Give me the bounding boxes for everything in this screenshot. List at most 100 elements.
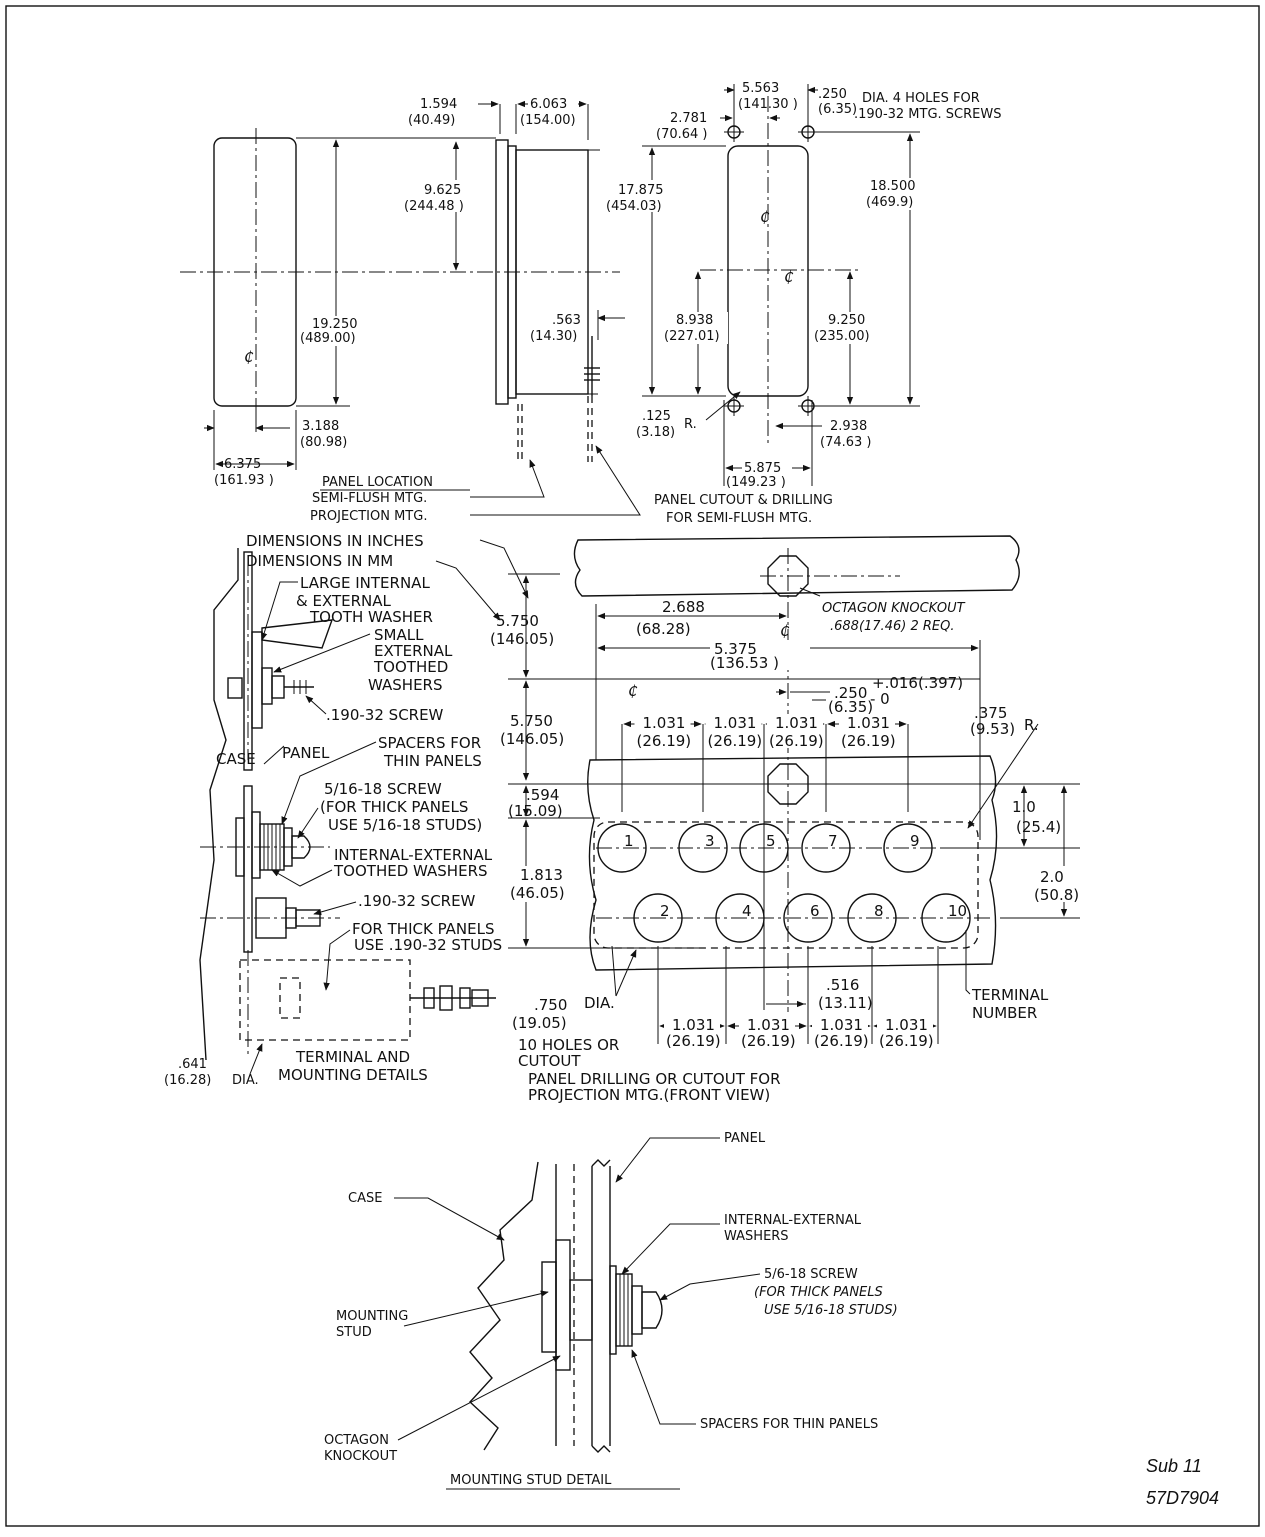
radius-mm: (3.18): [636, 425, 675, 440]
pitch-inches: 1.031: [714, 714, 757, 732]
holes-1: 10 HOLES OR: [518, 1036, 619, 1054]
terminal-panel-outline: [587, 755, 998, 971]
case-front-view: ₵ 19.250 (489.00) 3.188 (80.98) 6.375 (1…: [180, 128, 620, 488]
panel-plate-lower: [243, 785, 253, 953]
mounting-stud-detail: PANEL CASE INTERNAL-EXTERNAL WASHERS 5/6…: [324, 1131, 898, 1490]
octagon-knockout-top: [767, 555, 809, 597]
height-mm: (489.00): [300, 331, 356, 346]
ie-washers-2: TOOTHED WASHERS: [333, 862, 488, 880]
top-off-mm: (15.09): [508, 802, 563, 820]
hole-dia-mm: (6.35): [818, 102, 857, 117]
half-mm: (68.28): [636, 620, 691, 638]
pitch-inches: 1.031: [747, 1016, 790, 1034]
r-inches: .375: [974, 704, 1007, 722]
thick-2: USE .190-32 STUDS: [354, 936, 502, 954]
r1-inches: 1.0: [1012, 798, 1036, 816]
thick-1: FOR THICK PANELS: [352, 920, 495, 938]
r2-mm: (50.8): [1034, 886, 1079, 904]
spacers-1: SPACERS FOR: [378, 734, 481, 752]
screw-516-1: 5/16-18 SCREW: [324, 780, 442, 798]
pitch-mm: (26.19): [666, 1032, 721, 1050]
stud-detail-title: MOUNTING STUD DETAIL: [450, 1473, 612, 1488]
pitch-dimensions-bottom: 1.031(26.19)1.031(26.19)1.031(26.19)1.03…: [659, 1016, 937, 1050]
stud-washers-1: INTERNAL-EXTERNAL: [724, 1213, 862, 1228]
pitch-dimensions-top: 1.031(26.19)1.031(26.19)1.031(26.19)1.03…: [623, 714, 907, 750]
terminal-number: 3: [705, 832, 715, 850]
octagon-knockout-bottom: [767, 763, 809, 805]
pitch-mm: (26.19): [879, 1032, 934, 1050]
height-mm: (454.03): [606, 199, 662, 214]
drawing-number: 57D7904: [1146, 1488, 1219, 1508]
small-washer-1: SMALL: [374, 626, 424, 644]
pitch-inches: 1.031: [643, 714, 686, 732]
knockout-panel-strip: [573, 535, 1020, 597]
pitch-inches: 1.031: [885, 1016, 928, 1034]
up-mm: (146.05): [490, 630, 554, 648]
half-height-inches: 9.625: [424, 183, 461, 198]
stud-mm: (14.30): [530, 329, 577, 344]
terminal-number: 8: [874, 902, 884, 920]
terminal-number: 7: [828, 832, 838, 850]
offset-inches: 3.188: [302, 419, 339, 434]
panel-location-title: PANEL LOCATION: [322, 475, 433, 490]
large-washer-2: & EXTERNAL: [296, 592, 391, 610]
tol-mm: (6.35): [828, 698, 873, 716]
terminal-number: 5: [766, 832, 776, 850]
sheet-border: [5, 5, 1260, 1527]
legend-mm: DIMENSIONS IN MM: [246, 552, 393, 570]
half-width-inches: 2.781: [670, 111, 707, 126]
hole-span-inches: 18.500: [870, 179, 916, 194]
cutout-outline-dashed: [593, 821, 979, 949]
terminal-number: 6: [810, 902, 820, 920]
height-inches: 17.875: [618, 183, 664, 198]
terminal-hole-top: [678, 823, 728, 873]
caption-1: PANEL DRILLING OR CUTOUT FOR: [528, 1070, 781, 1088]
terminal-hole-bottom: [633, 893, 683, 943]
stud-mounting-2: STUD: [336, 1325, 372, 1340]
terminal-hole-bottom: [921, 893, 971, 943]
stud-knockout-1: OCTAGON: [324, 1433, 389, 1448]
knockout-label-2: .688(17.46) 2 REQ.: [830, 619, 954, 634]
lower-inches: 8.938: [676, 313, 713, 328]
dia-label: DIA.: [232, 1073, 259, 1088]
dia-inches: .641: [178, 1057, 207, 1072]
pitch-mm: (26.19): [769, 732, 824, 750]
large-washer-3: TOOTH WASHER: [309, 608, 433, 626]
half-inches: 2.688: [662, 598, 705, 616]
stud-case-label: CASE: [348, 1191, 382, 1206]
terminal-number: 2: [660, 902, 670, 920]
pitch-mm: (26.19): [708, 732, 763, 750]
terminal-label-2: NUMBER: [972, 1004, 1037, 1022]
panel-label: PANEL: [282, 744, 330, 762]
terminal-number: 9: [910, 832, 920, 850]
svg-text:₵: ₵: [628, 682, 638, 700]
knockout-label-1: OCTAGON KNOCKOUT: [822, 601, 966, 616]
spacers-2: THIN PANELS: [383, 752, 482, 770]
large-washer-1: LARGE INTERNAL: [300, 574, 430, 592]
flange-mm: (40.49): [408, 113, 455, 128]
terminal-hole-top: [597, 823, 647, 873]
panel-cutout-view: ₵ ₵ 5.563 (141.30 ) .250 (6.35) DIA. 4 H…: [604, 81, 1002, 526]
stagger-inches: .516: [826, 976, 859, 994]
terminal-number: 10: [948, 902, 967, 920]
screw-516-2: (FOR THICK PANELS: [320, 798, 468, 816]
semi-flush-label: SEMI-FLUSH MTG.: [312, 491, 427, 506]
tol-minus: - 0: [870, 690, 890, 708]
r1-mm: (25.4): [1016, 818, 1061, 836]
r-label: R.: [1024, 716, 1039, 734]
lower-hole-inches: 9.250: [828, 313, 865, 328]
down-mm: (146.05): [500, 730, 564, 748]
stud-screw-3: USE 5/16-18 STUDS): [764, 1303, 898, 1318]
r-mm: (9.53): [970, 720, 1015, 738]
stud-washers-2: WASHERS: [724, 1229, 789, 1244]
cutout-caption-1: PANEL CUTOUT & DRILLING: [654, 493, 833, 508]
pitch-mm: (26.19): [841, 732, 896, 750]
stud-mounting-1: MOUNTING: [336, 1309, 408, 1324]
width-mm: (136.53 ): [710, 654, 779, 672]
width-inches: 6.375: [224, 457, 261, 472]
radius-inches: .125: [642, 409, 671, 424]
svg-text:₵: ₵: [760, 208, 770, 226]
hole-dia-label: DIA.: [584, 994, 615, 1012]
